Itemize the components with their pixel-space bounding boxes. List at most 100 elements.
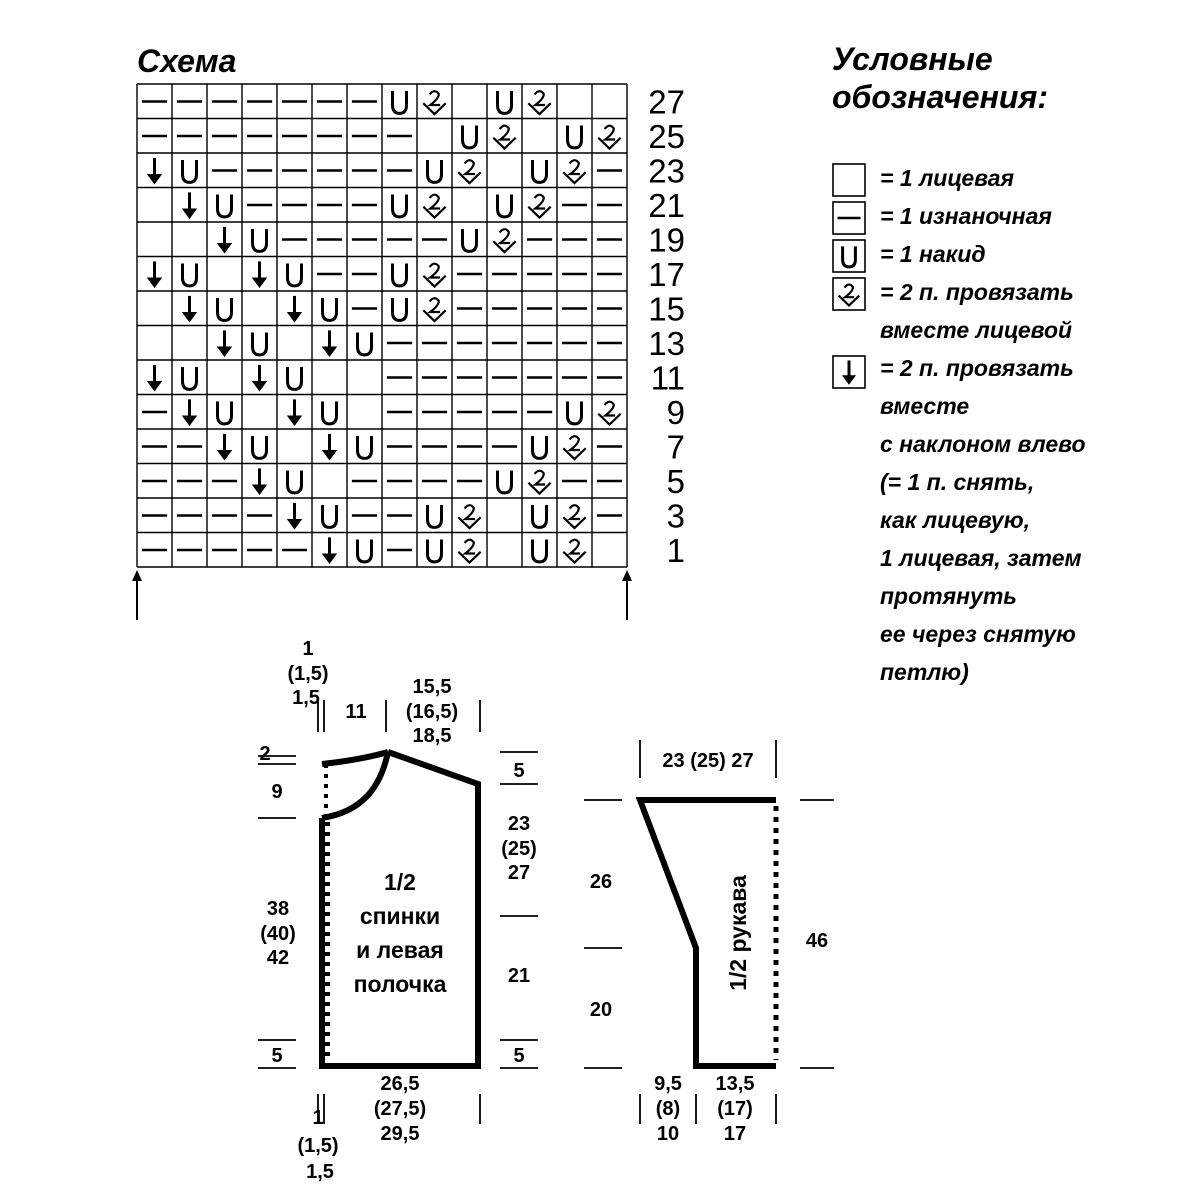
chart-cell-yo bbox=[391, 194, 408, 219]
chart-cell-yo bbox=[531, 505, 548, 529]
sleeve-label: 1/2 рукава bbox=[725, 875, 751, 991]
dim-shoulder-top-c: 1,5 bbox=[292, 687, 320, 709]
chart-cell-k2tog bbox=[457, 538, 482, 565]
legend-yo-text: = 1 накид bbox=[880, 241, 986, 267]
dim-cuff-a-1: 9,5 bbox=[654, 1073, 682, 1095]
dim-armhole-c: 27 bbox=[508, 862, 530, 884]
chart-cell-ssk bbox=[216, 433, 233, 461]
chart-cell-yo bbox=[321, 401, 338, 426]
legend-ssk-text-5: как лицевую, bbox=[880, 507, 1030, 533]
chart-cell-k2tog bbox=[562, 504, 587, 530]
dim-hem-left: 5 bbox=[271, 1045, 282, 1067]
chart-cell-ssk bbox=[321, 537, 338, 564]
chart-row-number: 13 bbox=[648, 325, 685, 362]
dim-shoulder-a: 15,5 bbox=[413, 676, 452, 698]
chart-cell-k2tog bbox=[562, 538, 587, 565]
chart-cell-yo bbox=[426, 505, 443, 529]
legend-ssk-text-1: = 2 п. провязать bbox=[880, 355, 1074, 381]
legend-ssk-text-6: 1 лицевая, затем bbox=[880, 545, 1082, 571]
legend-symbols bbox=[832, 163, 866, 389]
chart-cell-ssk bbox=[286, 295, 303, 323]
legend-ssk-text-2: вместе bbox=[880, 393, 969, 419]
chart-cell-ssk bbox=[181, 295, 198, 323]
chart-cell-k2tog bbox=[422, 297, 447, 323]
chart-row-number: 3 bbox=[667, 497, 685, 534]
legend-title-line-1: Условные bbox=[832, 41, 993, 77]
chart-cell-ssk bbox=[286, 502, 303, 530]
dim-cuff-a-3: 10 bbox=[657, 1123, 679, 1145]
chart-cell-ssk bbox=[286, 399, 303, 426]
chart-cell-k2tog bbox=[562, 159, 587, 185]
chart-cell-yo bbox=[356, 436, 373, 460]
chart-cell-ssk bbox=[251, 364, 268, 392]
chart-cell-yo bbox=[391, 298, 408, 322]
chart-cell-ssk bbox=[216, 226, 233, 254]
chart-cell-ssk bbox=[251, 261, 268, 288]
chart-cell-yo bbox=[321, 505, 338, 529]
chart-cell-k2tog bbox=[597, 124, 622, 151]
dim-hem-right: 5 bbox=[513, 1045, 524, 1067]
dim-shoulder-top-b: (1,5) bbox=[287, 663, 328, 685]
chart-cell-yo bbox=[531, 539, 548, 564]
chart-cell-k2tog bbox=[422, 193, 447, 220]
chart-cell-k2tog bbox=[492, 228, 517, 254]
dim-cuff-b-1: 13,5 bbox=[716, 1073, 755, 1095]
chart-cell-yo bbox=[566, 125, 583, 150]
chart-cell-yo bbox=[286, 263, 303, 288]
chart-cell-ssk bbox=[251, 468, 268, 495]
dim-armhole-a: 23 bbox=[508, 813, 530, 835]
chart-cell-yo bbox=[426, 539, 443, 564]
chart-row-number: 11 bbox=[651, 359, 685, 396]
dim-sleeve-upper: 26 bbox=[590, 871, 612, 893]
legend-ssk-text-8: ее через снятую bbox=[880, 621, 1076, 647]
chart-cell-yo bbox=[391, 263, 408, 288]
chart-cell-k2tog bbox=[562, 435, 587, 461]
chart-row-number: 5 bbox=[667, 463, 685, 500]
chart-row-number: 1 bbox=[667, 532, 685, 569]
chart-row-number: 7 bbox=[667, 428, 685, 465]
chart-cell-yo bbox=[286, 367, 303, 391]
dim-shoulder-slope: 5 bbox=[513, 760, 524, 782]
chart-cell-ssk bbox=[146, 364, 163, 392]
sleeve-piece: 1/2 рукава 23 (25) 27 26 20 46 9,5 (8) 1… bbox=[584, 740, 834, 1145]
legend-purl-text: = 1 изнаночная bbox=[880, 203, 1052, 229]
chart-cell-yo bbox=[461, 229, 478, 253]
chart-cell-yo bbox=[181, 263, 198, 288]
chart-cell-yo bbox=[216, 401, 233, 426]
dim-length-c: 42 bbox=[267, 947, 289, 969]
chart-repeat-arrows bbox=[132, 570, 632, 620]
legend-symbol-knit bbox=[832, 163, 866, 197]
dim-cuff-b-2: (17) bbox=[717, 1098, 753, 1120]
dim-neck-width: 11 bbox=[345, 701, 366, 723]
chart-row-number: 25 bbox=[648, 118, 685, 155]
chart-cell-yo bbox=[251, 229, 268, 253]
chart-row-number: 27 bbox=[648, 83, 685, 120]
chart-cell-yo bbox=[356, 539, 373, 564]
legend-k2tog-text-1: = 2 п. провязать bbox=[880, 279, 1074, 305]
body-label-3: и левая bbox=[356, 937, 444, 963]
dim-shoulder-b: (16,5) bbox=[406, 701, 458, 723]
chart-cell-yo bbox=[216, 194, 233, 219]
chart-cell-k2tog bbox=[422, 262, 447, 289]
chart-cell-k2tog bbox=[457, 159, 482, 185]
dim-sleeve-top-width: 23 (25) 27 bbox=[662, 750, 753, 772]
chart-cell-ssk bbox=[181, 192, 198, 219]
chart-cell-yo bbox=[391, 91, 408, 115]
chart-cell-yo bbox=[356, 332, 373, 357]
stitch-chart bbox=[136, 83, 628, 568]
chart-cell-ssk bbox=[146, 261, 163, 288]
dim-length-a: 38 bbox=[267, 898, 289, 920]
dim-sleeve-total: 46 bbox=[806, 930, 828, 952]
dim-band-b: (1,5) bbox=[297, 1135, 338, 1157]
dim-width-a: 26,5 bbox=[381, 1073, 420, 1095]
chart-row-number: 19 bbox=[648, 221, 685, 258]
chart-cell-k2tog bbox=[492, 124, 517, 151]
legend-symbol-purl bbox=[832, 201, 866, 235]
dim-cuff-a-2: (8) bbox=[656, 1098, 680, 1120]
legend-k2tog-text-2: вместе лицевой bbox=[880, 317, 1072, 343]
dim-band-c: 1,5 bbox=[306, 1161, 334, 1183]
chart-cell-yo bbox=[216, 298, 233, 322]
body-label-1: 1/2 bbox=[384, 869, 416, 895]
chart-cell-yo bbox=[181, 367, 198, 391]
